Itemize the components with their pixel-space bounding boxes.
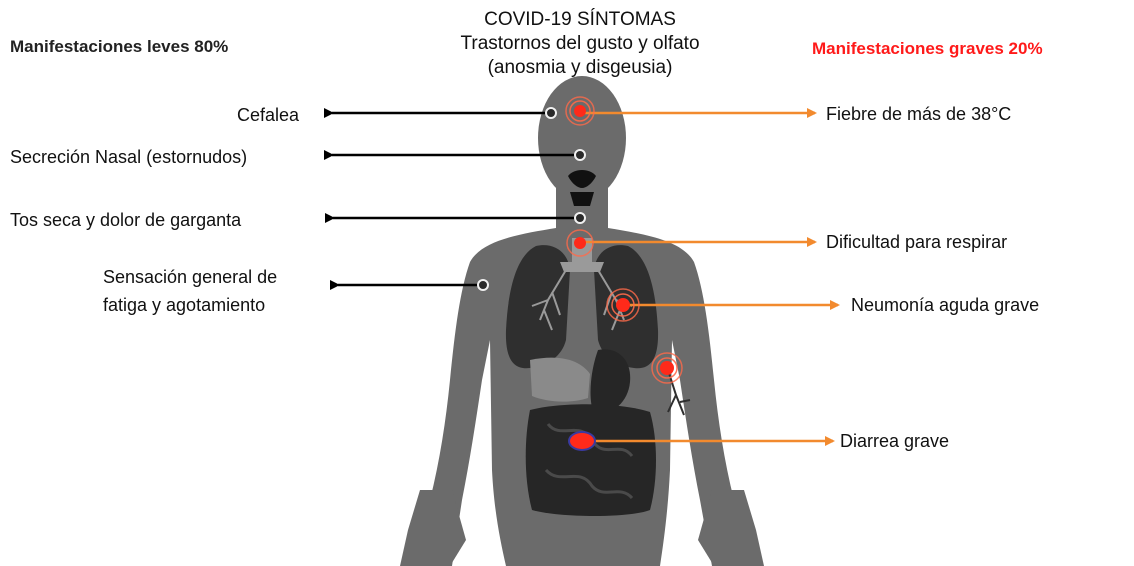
mild-label-fatigue-1: Sensación general de bbox=[103, 267, 278, 287]
marker-headache bbox=[545, 107, 557, 119]
face-features bbox=[568, 170, 596, 206]
severe-label-diarrhea: Diarrea grave bbox=[840, 431, 950, 451]
marker-fever bbox=[565, 96, 595, 126]
severe-heading: Manifestaciones graves 20% bbox=[812, 39, 1043, 58]
marker-fatigue bbox=[477, 279, 489, 291]
severe-arrows bbox=[580, 108, 840, 446]
bronchi bbox=[560, 262, 604, 272]
title-line-1: COVID-19 SÍNTOMAS bbox=[484, 9, 676, 30]
severe-label-pneumonia: Neumonía aguda grave bbox=[851, 295, 1040, 315]
mild-label-nasal: Secreción Nasal (estornudos) bbox=[10, 147, 248, 167]
severe-label-fever: Fiebre de más de 38°C bbox=[826, 104, 1012, 124]
severe-markers bbox=[565, 96, 683, 451]
left-hand-shape bbox=[400, 490, 466, 566]
marker-pneumonia bbox=[606, 288, 640, 322]
right-hand-shape bbox=[698, 490, 764, 566]
liver bbox=[530, 357, 590, 402]
severe-label-breathing: Dificultad para respirar bbox=[826, 232, 1008, 252]
title-line-2: Trastornos del gusto y olfato bbox=[460, 33, 700, 54]
mild-label-fatigue-2: fatiga y agotamiento bbox=[103, 295, 266, 315]
marker-breathing bbox=[566, 229, 594, 257]
mild-label-headache: Cefalea bbox=[237, 105, 300, 125]
marker-cough bbox=[574, 212, 586, 224]
marker-diarrhea bbox=[568, 431, 596, 451]
title-line-3: (anosmia y disgeusia) bbox=[487, 57, 673, 78]
head-shape bbox=[538, 76, 626, 200]
mild-label-cough: Tos seca y dolor de garganta bbox=[10, 210, 242, 230]
intestines bbox=[525, 404, 656, 516]
mild-arrows bbox=[324, 108, 580, 290]
marker-arm bbox=[651, 352, 683, 384]
stomach bbox=[590, 349, 631, 415]
marker-nasal bbox=[574, 149, 586, 161]
mild-heading: Manifestaciones leves 80% bbox=[10, 37, 229, 56]
mild-markers bbox=[477, 107, 586, 291]
arm-veins bbox=[667, 369, 691, 416]
